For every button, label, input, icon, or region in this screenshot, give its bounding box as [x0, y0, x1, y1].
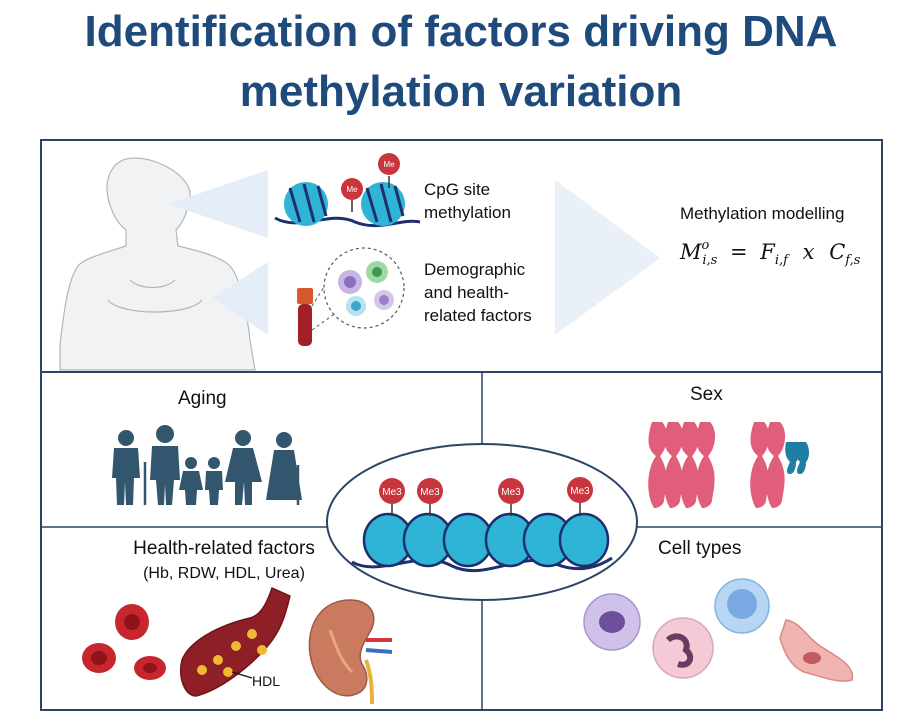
me3-mark-3	[498, 478, 524, 504]
modelling-label: Methylation modelling	[680, 204, 845, 223]
cpg-label-line1: CpG site	[424, 180, 491, 199]
aging-label: Aging	[178, 388, 227, 409]
sex-label: Sex	[690, 384, 723, 405]
me-label-2: Me	[383, 160, 395, 169]
bottom-panel	[40, 371, 883, 711]
title-line-2: methylation variation	[239, 67, 683, 116]
health-factors-title: Health-related factors	[133, 538, 315, 559]
cell-types-label: Cell types	[658, 538, 742, 559]
nucleosome-1	[284, 182, 328, 226]
human-torso-icon	[59, 157, 256, 371]
demographic-label-line3: related factors	[424, 306, 532, 325]
chromosomes-icon	[648, 422, 786, 508]
projection-triangle-1	[168, 170, 268, 238]
me3-label-1: Me3	[382, 487, 402, 498]
demographic-label-line2: and health-	[424, 283, 510, 302]
methyl-mark-2	[378, 153, 400, 175]
me3-mark-2	[417, 478, 443, 504]
blood-tube	[298, 304, 312, 346]
methylation-formula: Moi,s = Fi,f x Cf,s	[680, 238, 861, 269]
modelling-arrow	[555, 180, 660, 335]
kidney-icon	[308, 599, 393, 705]
red-blood-cells-icon	[82, 604, 166, 680]
me-label-1: Me	[346, 185, 358, 194]
me3-label-3: Me3	[501, 487, 521, 498]
title-line-1: Identification of factors driving DNA	[84, 7, 838, 56]
cpg-label-line2: methylation	[424, 203, 511, 222]
me3-mark-1	[379, 478, 405, 504]
y-chromosome-icon	[785, 442, 809, 474]
nucleosome-2	[361, 182, 405, 226]
nucleosome-chain	[362, 512, 610, 568]
cell-types-icon	[583, 578, 854, 682]
blood-cells-magnifier	[323, 247, 405, 329]
hdl-particles	[197, 629, 267, 677]
blood-tube-cap	[297, 288, 313, 304]
demographic-label-line1: Demographic	[424, 260, 526, 279]
me3-label-2: Me3	[420, 487, 440, 498]
methyl-mark-1	[341, 178, 363, 200]
health-factors-subtitle: (Hb, RDW, HDL, Urea)	[143, 565, 305, 582]
me3-label-4: Me3	[570, 486, 590, 497]
projection-triangle-2	[212, 262, 268, 335]
family-silhouette-icon	[112, 425, 302, 505]
me3-mark-4	[567, 477, 593, 503]
hdl-label: HDL	[252, 673, 280, 689]
